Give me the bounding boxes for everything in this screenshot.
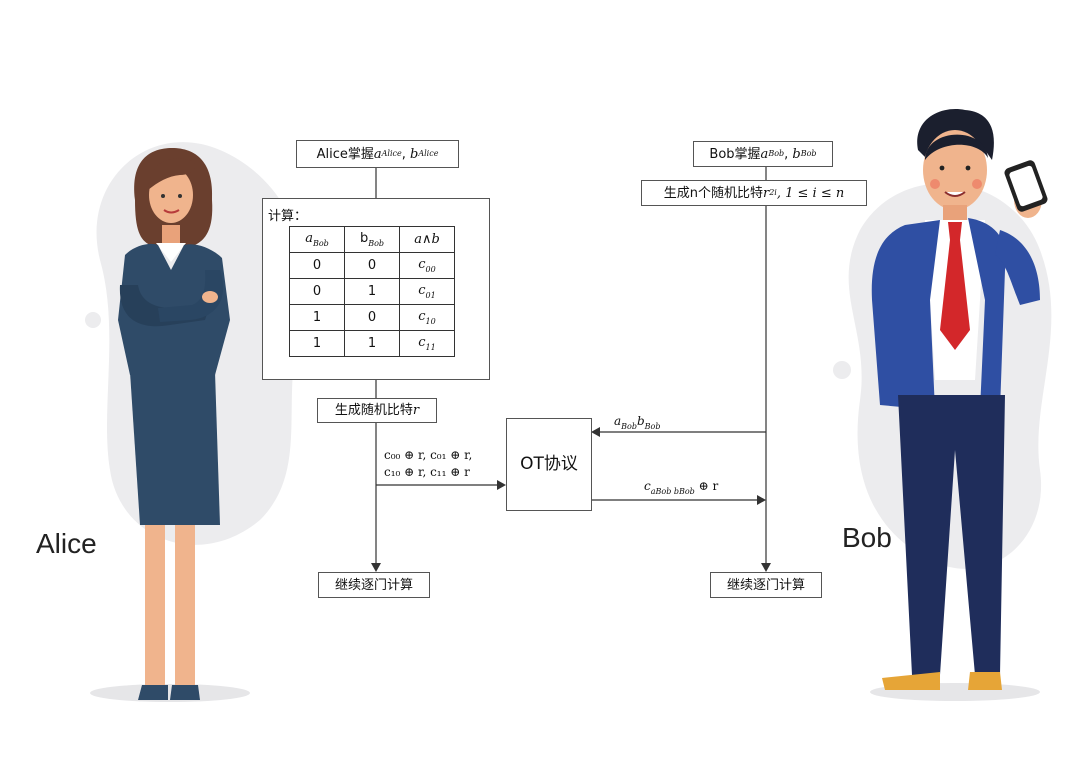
- alice-holds-a-sub: Alice: [381, 149, 402, 158]
- alice-holds-a: a: [373, 146, 382, 162]
- truth-table: aBob bBob a∧b 0 0 c00 0 1 c01 1 0 c10 1 …: [289, 226, 455, 357]
- header-b-bob: bBob: [344, 226, 400, 253]
- alice-gen-random-text: 生成随机比特: [334, 403, 413, 418]
- table-cell: 0: [289, 252, 345, 279]
- ot-protocol-box: OT协议: [506, 418, 592, 511]
- table-row: 1 0 c10: [289, 304, 455, 331]
- bob-holds-b: b: [792, 146, 801, 162]
- alice-to-ot-arrow: [497, 480, 506, 490]
- bob-response-label: caBob bBob ⊕ r: [644, 479, 719, 496]
- alice-continue-text: 继续逐门计算: [334, 577, 413, 593]
- bob-gen-var-sub: 2i: [769, 188, 777, 197]
- bob-continue-text: 继续逐门计算: [726, 577, 805, 593]
- table-cell: c11: [399, 330, 455, 357]
- bob-holds-a-sub: Bob: [768, 149, 785, 158]
- table-row: 0 0 c00: [289, 252, 455, 279]
- ot-to-bob-arrow: [757, 495, 766, 505]
- alice-send-line-2: c₁₀ ⊕ r, c₁₁ ⊕ r: [384, 465, 470, 479]
- bob-holds-a: a: [760, 146, 769, 162]
- alice-continue-box: 继续逐门计算: [318, 572, 430, 598]
- alice-holds-comma: ,: [401, 146, 410, 162]
- bob-gen-prefix: 生成n个随机比特: [663, 185, 763, 201]
- table-cell: 0: [344, 252, 400, 279]
- bob-holds-prefix: Bob掌握: [709, 146, 761, 162]
- bob-query-label: aBobbBob: [614, 414, 661, 431]
- truth-table-header: aBob bBob a∧b: [289, 226, 455, 253]
- table-cell: 1: [344, 278, 400, 305]
- table-cell: c00: [399, 252, 455, 279]
- table-row: 0 1 c01: [289, 278, 455, 305]
- header-a-and-b: a∧b: [399, 226, 455, 253]
- alice-holds-b-sub: Alice: [418, 149, 439, 158]
- table-cell: 0: [344, 304, 400, 331]
- alice-holds-b: b: [409, 146, 419, 162]
- bob-holds-comma: ,: [784, 146, 793, 162]
- bob-holds-b-sub: Bob: [800, 149, 817, 158]
- bob-figure: [871, 109, 1048, 690]
- table-cell: 1: [289, 304, 345, 331]
- alice-gen-random-var: r: [412, 403, 420, 418]
- alice-send-line-1: c₀₀ ⊕ r, c₀₁ ⊕ r,: [384, 448, 473, 462]
- table-cell: c01: [399, 278, 455, 305]
- alice-arrow-down: [371, 563, 381, 572]
- table-row: 1 1 c11: [289, 330, 455, 357]
- alice-figure: [118, 148, 230, 700]
- table-cell: 0: [289, 278, 345, 305]
- bob-gen-range: , 1 ≤ i ≤ n: [776, 185, 845, 201]
- bob-arrow-down: [761, 563, 771, 572]
- table-cell: c10: [399, 304, 455, 331]
- alice-blob-dot-2: [85, 312, 101, 328]
- alice-holds-prefix: Alice掌握: [316, 146, 374, 162]
- bob-gen-var: r: [762, 185, 770, 201]
- bob-blob-dot: [833, 361, 851, 379]
- alice-blob-dot: [226, 205, 246, 225]
- bob-name-label: Bob: [842, 522, 892, 553]
- ot-protocol-label: OT协议: [520, 454, 578, 474]
- alice-name-label: Alice: [36, 528, 97, 559]
- alice-shadow: [90, 684, 250, 702]
- table-cell: 1: [344, 330, 400, 357]
- table-cell: 1: [289, 330, 345, 357]
- compute-title: 计算：: [268, 209, 308, 224]
- bob-continue-box: 继续逐门计算: [710, 572, 822, 598]
- bob-to-ot-arrow: [591, 427, 600, 437]
- header-a-bob: aBob: [289, 226, 345, 253]
